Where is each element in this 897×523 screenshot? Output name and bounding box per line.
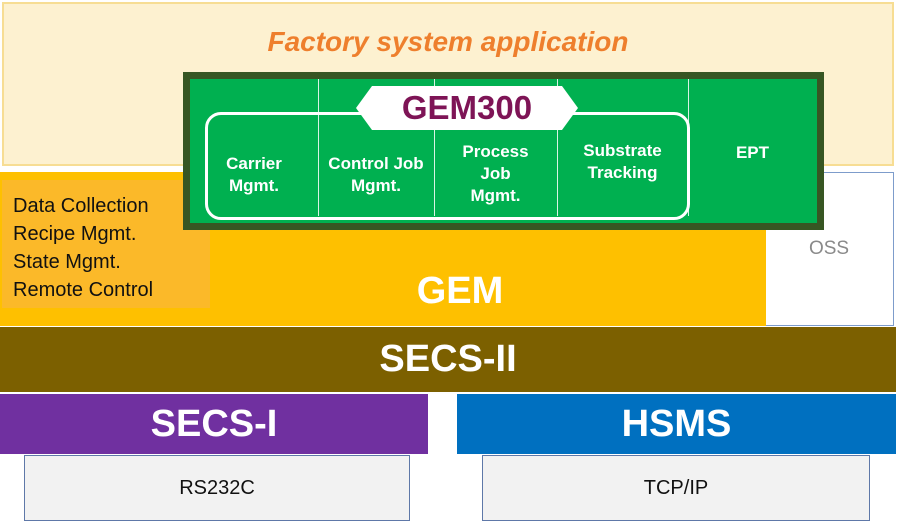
carrier-mgmt-module: Carrier Mgmt. [190,140,318,210]
module-line: Mgmt. [470,186,521,205]
ept-module: EPT [735,143,770,162]
hsms-layer: HSMS [457,394,896,454]
module-line: Carrier [226,154,282,173]
secs-i-layer: SECS-I [0,394,428,454]
gem-feature-item: Recipe Mgmt. [13,223,137,245]
module-line: Tracking [587,163,658,182]
gem300-divider [557,79,558,216]
gem-label: GEM [416,269,504,312]
gem300-divider [318,79,319,216]
module-line: Substrate [583,141,662,160]
gem300-title: GEM300 [356,86,578,130]
control-job-mgmt-module: Control Job Mgmt. [318,140,434,210]
gem-feature-item: State Mgmt. [13,251,121,273]
module-line: Mgmt. [350,176,402,195]
module-line: Mgmt. [228,176,280,195]
module-line: Job [480,164,511,183]
tcp-ip-layer: TCP/IP [482,455,870,521]
rs232c-layer: RS232C [24,455,410,521]
gem-feature-item: Remote Control [13,279,154,301]
gem-feature-item: Data Collection [13,195,149,217]
gem300-divider [434,79,435,216]
module-line: Process [462,142,529,161]
substrate-tracking-module: Substrate Tracking [557,130,688,194]
process-job-mgmt-module: Process Job Mgmt. [434,136,557,212]
factory-application-title: Factory system application [267,26,629,57]
module-line: Control Job [328,154,424,173]
secs-ii-layer: SECS-II [0,327,896,392]
gem-feature-list: Data Collection Recipe Mgmt. State Mgmt.… [2,180,210,308]
